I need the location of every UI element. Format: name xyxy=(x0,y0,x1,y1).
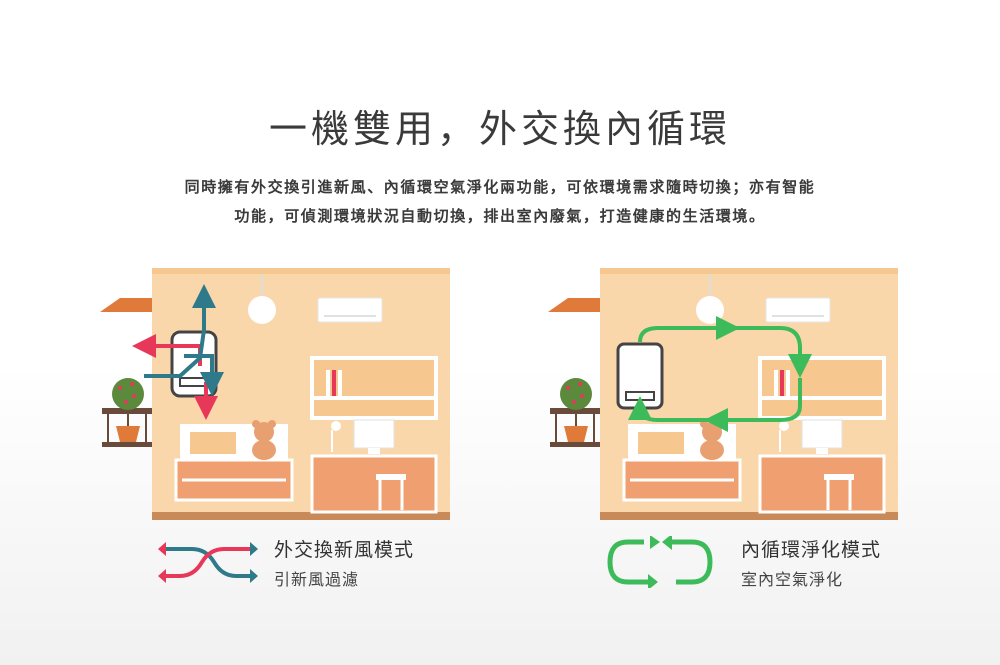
page-title: 一機雙用，外交換內循環 xyxy=(268,107,731,151)
roof-awning xyxy=(100,298,152,312)
exchange-mode-title: 外交換新風模式 xyxy=(274,539,415,561)
cross-exchange-arrows-icon xyxy=(158,540,258,586)
circulation-arrows-icon xyxy=(604,534,716,590)
exchange-mode-room-illustration xyxy=(100,266,450,520)
stool xyxy=(376,474,406,480)
description-line-2: 功能，可偵測環境狀況自動切換，排出室內廢氣，打造健康的生活環境。 xyxy=(234,207,766,225)
circulation-arrow-bottom xyxy=(704,378,802,432)
air-conditioner xyxy=(317,297,383,323)
circulation-mode-title: 內循環淨化模式 xyxy=(741,539,882,561)
exchange-mode-legend: 外交換新風模式 引新風過濾 xyxy=(274,535,474,595)
plant-bush xyxy=(112,378,144,410)
circulation-arrow-top xyxy=(638,316,740,343)
desk xyxy=(310,454,438,514)
computer-monitor xyxy=(353,419,395,449)
page-description: 同時擁有外交換引進新風、內循環空氣淨化兩功能，可依環境需求隨時切換；亦有智能 功… xyxy=(100,173,900,231)
circulation-mode-room-illustration xyxy=(548,266,898,520)
teddy-bear xyxy=(254,422,274,442)
plant-pot xyxy=(116,426,140,442)
outflow-arrow-2 xyxy=(184,354,224,396)
description-line-1: 同時擁有外交換引進新風、內循環空氣淨化兩功能，可依環境需求隨時切換；亦有智能 xyxy=(184,178,816,196)
ceiling-lamp xyxy=(248,296,276,324)
bookshelf xyxy=(310,356,438,420)
circulation-mode-legend: 內循環淨化模式 室內空氣淨化 xyxy=(741,535,941,595)
circulation-mode-subtitle: 室內空氣淨化 xyxy=(741,570,844,589)
room-floor xyxy=(152,512,450,520)
exchange-mode-subtitle: 引新風過濾 xyxy=(274,570,360,589)
